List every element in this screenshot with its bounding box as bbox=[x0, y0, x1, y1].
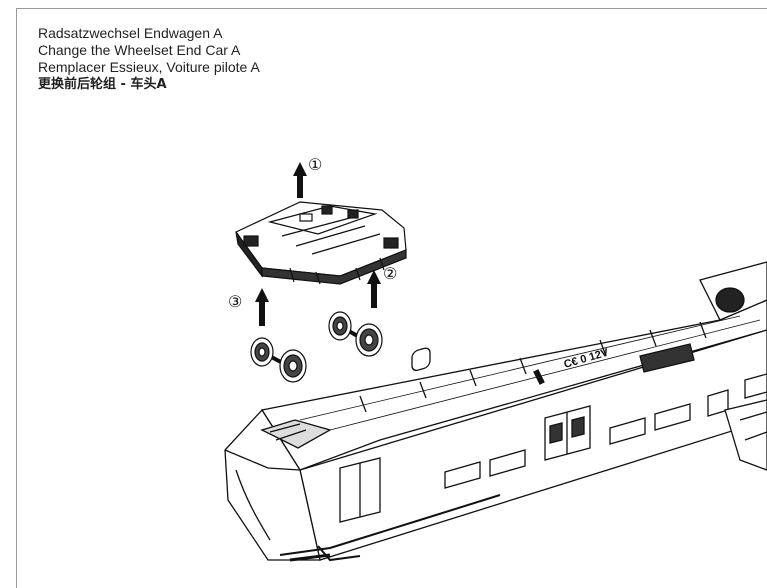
arrow-up-icon bbox=[255, 288, 269, 326]
heading-fr: Remplacer Essieux, Voiture pilote A bbox=[38, 59, 260, 75]
wheelset-right bbox=[328, 311, 383, 357]
heading-en: Change the Wheelset End Car A bbox=[38, 42, 241, 58]
instruction-heading: Radsatzwechsel Endwagen A Change the Whe… bbox=[38, 25, 260, 93]
step-1-label: ① bbox=[308, 157, 322, 174]
bogie-frame bbox=[235, 201, 407, 285]
step-2-label: ② bbox=[383, 266, 397, 283]
page-frame bbox=[16, 8, 767, 588]
step-3-label: ③ bbox=[228, 294, 242, 311]
arrow-up-icon bbox=[367, 270, 381, 308]
wheelset-left bbox=[250, 337, 307, 383]
railcar-body bbox=[224, 261, 767, 562]
arrow-up-icon bbox=[293, 162, 307, 198]
heading-de: Radsatzwechsel Endwagen A bbox=[38, 25, 223, 41]
heading-zh: 更换前后轮组 - 车头A bbox=[38, 77, 167, 92]
